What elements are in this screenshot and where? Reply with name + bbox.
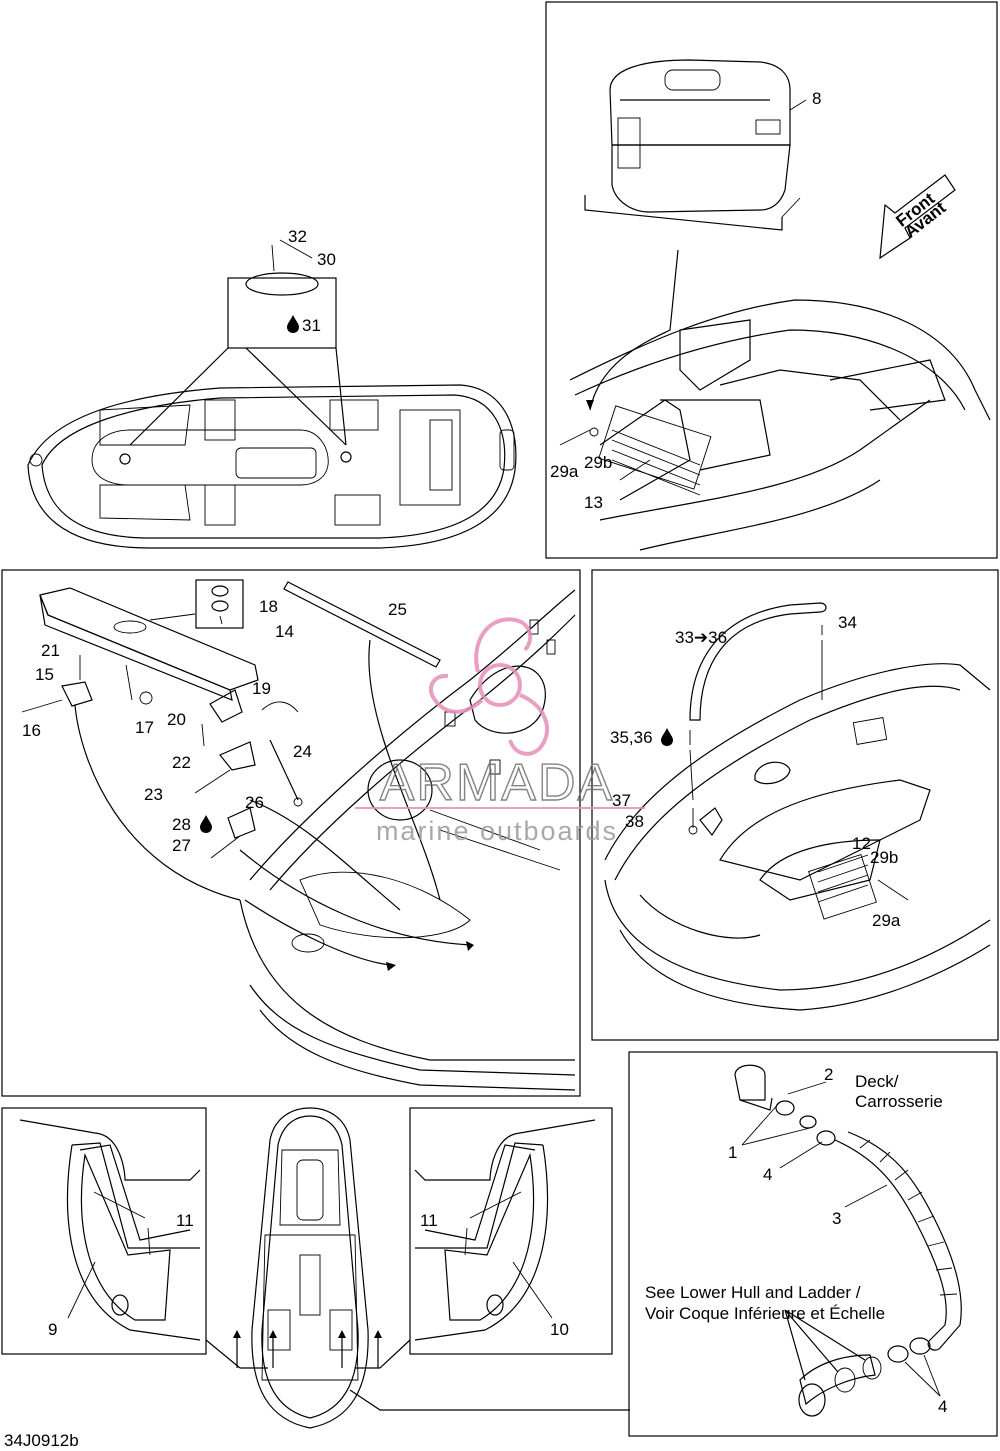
callout-13: 13 bbox=[584, 493, 603, 512]
callouts-middle-left: 18 14 21 15 16 17 19 20 22 24 23 25 26 2… bbox=[22, 597, 407, 855]
callout-35-36: 35,36 bbox=[610, 728, 653, 747]
callouts-top-right: 8 29a 29b 13 bbox=[550, 89, 821, 512]
callout-21: 21 bbox=[41, 641, 60, 660]
callout-28: 28 bbox=[172, 815, 191, 834]
callout-15: 15 bbox=[35, 665, 54, 684]
callout-22: 22 bbox=[172, 753, 191, 772]
panel-bow-storage bbox=[591, 569, 999, 1041]
callout-30: 30 bbox=[317, 250, 336, 269]
callout-8: 8 bbox=[812, 89, 821, 108]
oil-drop-icon bbox=[661, 728, 673, 746]
panel-side-left bbox=[1, 1107, 207, 1355]
callout-9: 9 bbox=[48, 1320, 57, 1339]
callout-25: 25 bbox=[388, 600, 407, 619]
callout-1: 1 bbox=[728, 1143, 737, 1162]
callout-4-lower: 4 bbox=[938, 1397, 947, 1416]
armada-watermark: ARMADA marine outboards bbox=[355, 617, 645, 846]
callout-34: 34 bbox=[838, 613, 857, 632]
callout-10: 10 bbox=[550, 1320, 569, 1339]
callout-26: 26 bbox=[245, 793, 264, 812]
see-note-line1: See Lower Hull and Ladder / bbox=[645, 1283, 861, 1302]
bow-storage-view bbox=[604, 602, 991, 1011]
callout-11-left: 11 bbox=[176, 1211, 194, 1230]
callout-31: 31 bbox=[302, 316, 321, 335]
callout-4: 4 bbox=[763, 1165, 772, 1184]
see-note-line2: Voir Coque Inférieure et Échelle bbox=[645, 1304, 885, 1323]
callout-29b-right: 29b bbox=[870, 848, 898, 867]
callout-29a: 29a bbox=[550, 462, 579, 481]
callout-20: 20 bbox=[167, 710, 186, 729]
callout-12: 12 bbox=[852, 834, 871, 853]
oil-drop-icon bbox=[200, 815, 212, 833]
drawing-code: 34J0912b bbox=[4, 1431, 79, 1450]
deck-note-line1: Deck/ bbox=[855, 1072, 899, 1091]
storage-bin-view: Front Avant bbox=[559, 59, 991, 551]
armada-logo bbox=[428, 617, 550, 756]
callout-17: 17 bbox=[135, 718, 154, 737]
watermark-brand: ARMADA bbox=[380, 754, 614, 812]
seat-cover-view bbox=[21, 579, 576, 1091]
boat-top-view bbox=[27, 239, 517, 549]
callout-14: 14 bbox=[275, 622, 294, 641]
panel-seat-and-cover bbox=[1, 569, 581, 1097]
callout-29b: 29b bbox=[584, 453, 612, 472]
callout-19: 19 bbox=[252, 679, 271, 698]
callout-11-right: 11 bbox=[420, 1211, 438, 1230]
side-panels-view bbox=[19, 1107, 630, 1429]
panel-side-right bbox=[409, 1107, 613, 1355]
callout-33-36: 33➔36 bbox=[675, 628, 727, 647]
callout-2: 2 bbox=[824, 1065, 833, 1084]
panel-storage-bin bbox=[545, 1, 998, 559]
callout-27: 27 bbox=[172, 836, 191, 855]
oil-drop-icon bbox=[287, 315, 299, 333]
callout-38: 38 bbox=[625, 812, 644, 831]
panel-drain bbox=[628, 1051, 998, 1437]
drain-view bbox=[734, 1064, 962, 1417]
callout-32: 32 bbox=[288, 227, 307, 246]
callout-23: 23 bbox=[144, 785, 163, 804]
deck-note-line2: Carrosserie bbox=[855, 1092, 943, 1111]
callout-37: 37 bbox=[612, 791, 631, 810]
callout-24: 24 bbox=[293, 742, 312, 761]
callout-3: 3 bbox=[832, 1209, 841, 1228]
callouts-middle-right: 33➔36 34 35,36 37 38 12 29b 29a bbox=[610, 613, 901, 930]
watermark-tagline: marine outboards bbox=[376, 816, 618, 846]
callout-29a-right: 29a bbox=[872, 911, 901, 930]
callouts-bottom-right: 2 1 4 3 4 Deck/ Carrosserie See Lower Hu… bbox=[645, 1065, 947, 1416]
callout-16: 16 bbox=[22, 721, 41, 740]
callout-18: 18 bbox=[259, 597, 278, 616]
callouts-bottom-left: 11 9 11 10 bbox=[48, 1211, 569, 1339]
callouts-top-left: 32 30 31 bbox=[288, 227, 336, 335]
